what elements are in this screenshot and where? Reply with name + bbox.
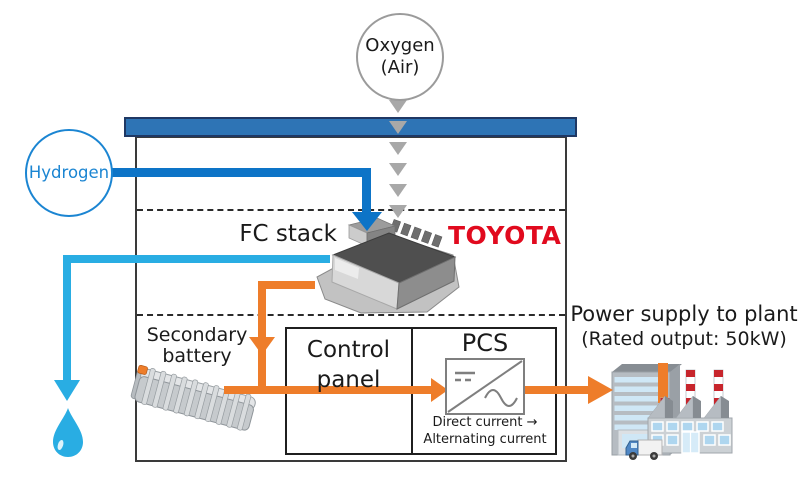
hydrogen-arrow-icon (352, 212, 382, 231)
control-panel-label: Control panel (287, 336, 410, 396)
secondary-battery-label-line1: Secondary (146, 324, 248, 346)
power-line-to-pcs (224, 386, 431, 394)
pcs-note-line2: Alternating current (423, 431, 547, 447)
plant-arrow-icon (588, 376, 613, 404)
pcs-arrow-icon (431, 378, 448, 402)
air-flow-arrow-icon (389, 121, 407, 134)
power-line-stack-stub (258, 281, 315, 289)
air-flow-arrow-icon (389, 163, 407, 176)
power-line-pcs-out (525, 386, 588, 394)
pcs-note-line1: Direct current → (432, 415, 538, 430)
water-arrow-icon (54, 380, 80, 401)
air-intake-bar (124, 117, 577, 137)
plant-factory-image (611, 363, 733, 460)
air-flow-arrow-icon (389, 100, 407, 113)
pcs-current-note: Direct current → Alternating current (412, 415, 558, 448)
air-flow-arrow-icon (389, 205, 407, 218)
water-line-horizontal (63, 255, 330, 263)
dashed-separator-top (137, 209, 565, 211)
control-panel-label-line1: Control (306, 337, 391, 363)
battery-arrow-icon (249, 337, 275, 355)
control-panel-label-line2: panel (316, 366, 381, 393)
system-enclosure-box (135, 136, 567, 462)
secondary-battery-label-line2: battery (162, 345, 232, 368)
air-flow-arrow-icon (389, 142, 407, 155)
secondary-battery-image (130, 364, 256, 431)
oxygen-input-bubble: Oxygen (Air) (356, 13, 444, 101)
water-droplet-icon (53, 408, 83, 457)
oxygen-label-line1: Oxygen (365, 34, 435, 56)
power-output-title: Power supply to plant (570, 302, 798, 326)
fc-stack-label: FC stack (239, 221, 337, 247)
hydrogen-line-horizontal (100, 168, 371, 177)
hydrogen-input-bubble: Hydrogen (25, 129, 113, 217)
secondary-battery-label: Secondary battery (138, 324, 256, 368)
pcs-label: PCS (461, 329, 509, 357)
hydrogen-label: Hydrogen (28, 162, 110, 182)
air-flow-arrow-icon (389, 184, 407, 197)
oxygen-label-line2: (Air) (380, 57, 420, 78)
toyota-logo: TOYOTA (448, 221, 562, 250)
power-output-subtitle: (Rated output: 50kW) (581, 328, 787, 350)
truck-icon (625, 439, 663, 460)
water-line-vertical (63, 255, 71, 381)
hydrogen-line-vertical (362, 168, 371, 214)
pcs-inverter-icon (445, 358, 525, 415)
dashed-separator-bottom (137, 314, 565, 316)
